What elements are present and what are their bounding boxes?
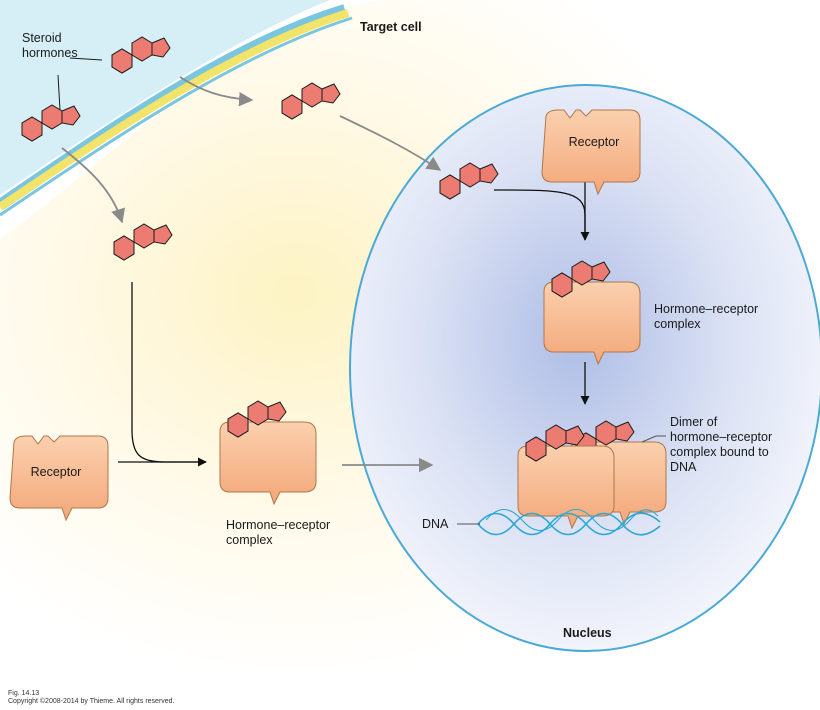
receptor-nucleus	[541, 109, 641, 195]
arrow-down-cytoplasm	[61, 147, 126, 224]
dimer-label: Dimer of hormone–receptor complex bound …	[670, 415, 773, 474]
leader-line-1	[69, 57, 103, 61]
dimer-leader	[641, 435, 666, 443]
extracellular-space	[0, 0, 330, 195]
target-cell-label: Target cell	[360, 20, 422, 34]
receptor-cytoplasm-label: Receptor	[30, 465, 82, 479]
hormone-receptor-complex-cytoplasm-label: Hormone–receptor complex	[226, 518, 331, 547]
copyright-notice: Copyright ©2008-2014 by Thieme. All righ…	[8, 698, 175, 705]
hormone-receptor-complex-nucleus-label: Hormone–receptor complex	[654, 302, 759, 331]
receptor-nucleus-label: Receptor	[568, 135, 620, 149]
steroid-hormones-label: Steroid hormones	[22, 31, 78, 60]
figure-number: Fig. 14.13	[8, 690, 40, 697]
cell-membrane-edge	[0, 16, 353, 217]
arrow-membrane-to-cytoplasm	[179, 76, 254, 107]
dna-label: DNA	[422, 517, 449, 531]
arrow-into-nucleus	[339, 115, 442, 171]
dna-helix	[477, 508, 661, 536]
cell-membrane-core	[0, 9, 350, 211]
nucleus-label: Nucleus	[563, 626, 612, 640]
leader-line-2	[57, 74, 61, 111]
